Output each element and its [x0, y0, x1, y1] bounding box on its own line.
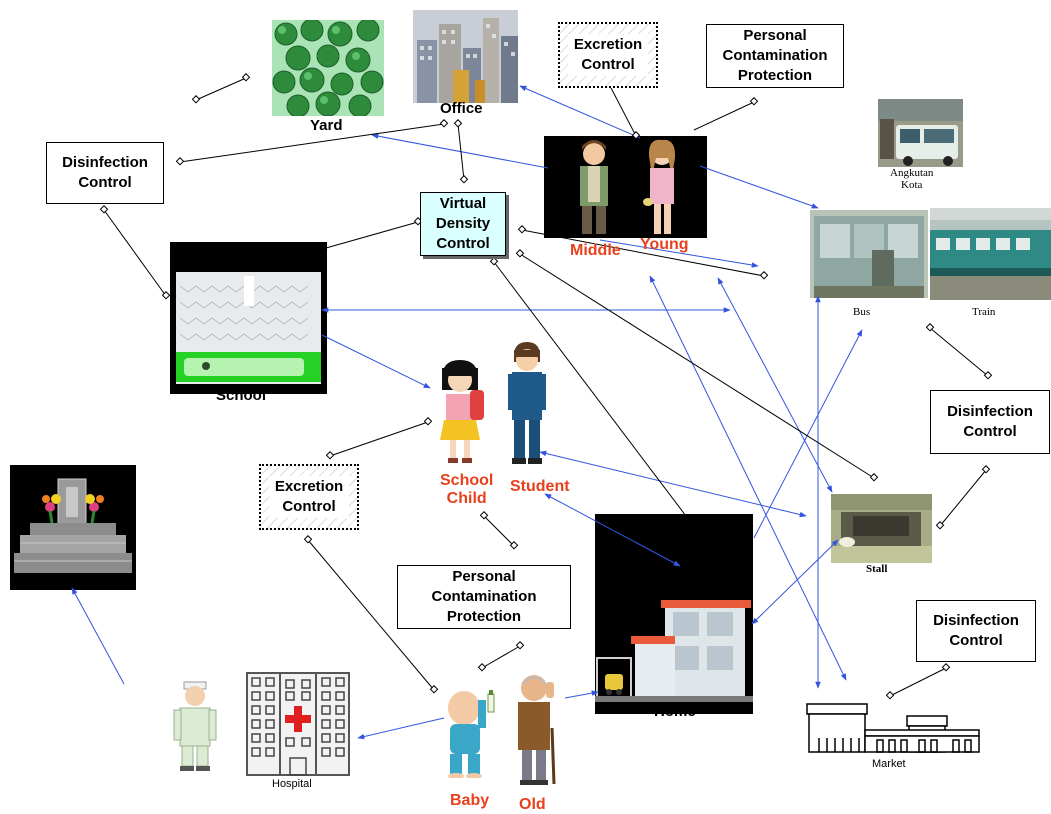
middle-young-persons-image — [544, 136, 707, 238]
train-label: Train — [972, 306, 996, 318]
home-label: Home — [654, 703, 696, 720]
middle-label: Middle — [570, 242, 621, 259]
market-label: Market — [872, 758, 906, 770]
bus-label: Bus — [853, 306, 871, 318]
school-child-image — [434, 360, 486, 464]
yard-image — [272, 20, 384, 116]
health-worker-image — [170, 680, 220, 772]
stall-image — [831, 494, 932, 563]
hospital-image — [246, 672, 350, 776]
stall-label: Stall — [866, 563, 888, 575]
office-image — [413, 10, 518, 103]
market-image — [805, 702, 982, 754]
home-image — [595, 514, 753, 714]
student-image — [506, 342, 548, 464]
angkutan-kota-image — [878, 99, 963, 167]
office-label: Office — [440, 100, 483, 117]
bus-image — [810, 210, 928, 298]
yard-label: Yard — [310, 117, 343, 134]
student-label: Student — [510, 478, 570, 495]
grave-image — [10, 465, 136, 590]
hospital-label: Hospital — [272, 778, 312, 790]
school-image — [170, 242, 327, 394]
young-label: Young — [640, 236, 689, 253]
baby-image — [442, 690, 502, 778]
old-label: Old — [519, 796, 546, 813]
old-person-image — [510, 672, 562, 786]
baby-label: Baby — [450, 792, 490, 809]
train-image — [930, 208, 1051, 300]
school-label: School — [216, 387, 267, 404]
